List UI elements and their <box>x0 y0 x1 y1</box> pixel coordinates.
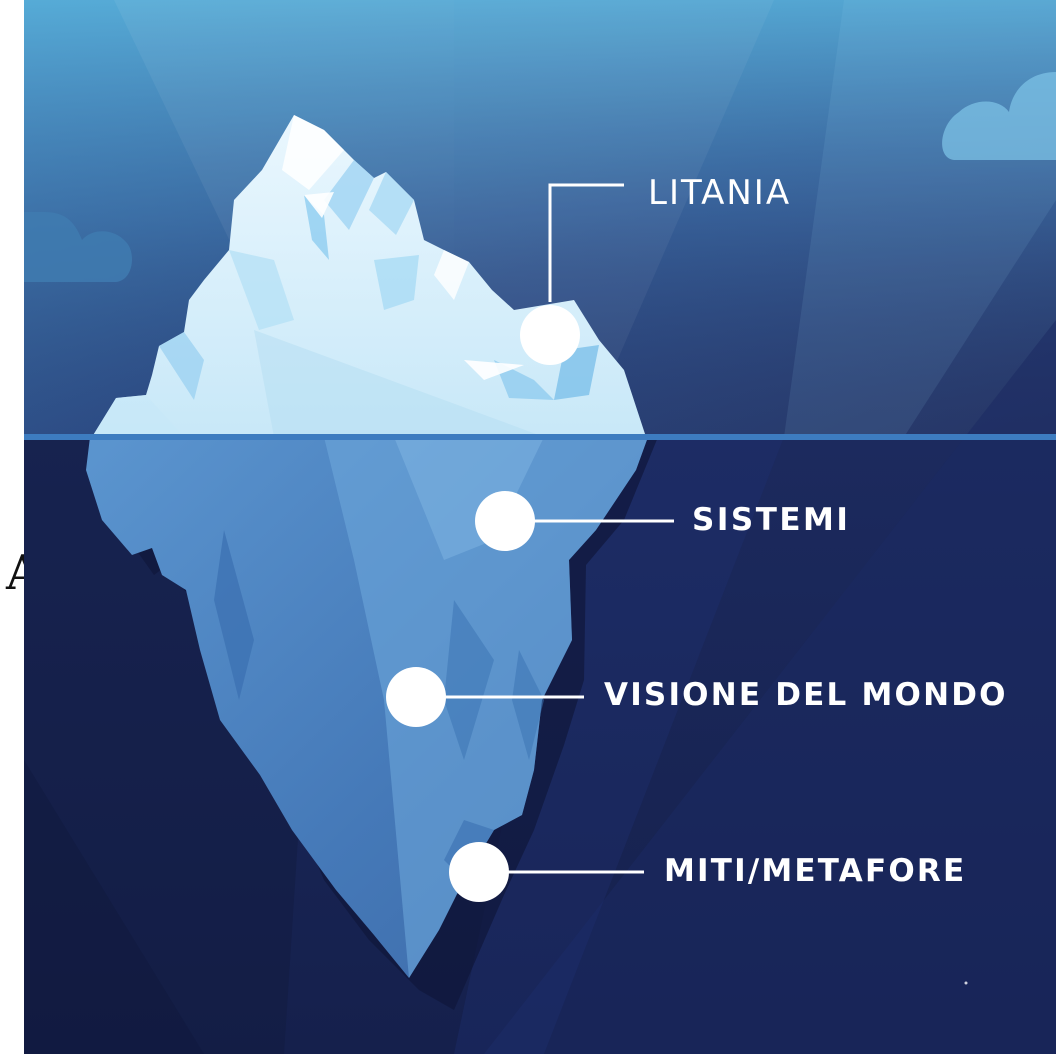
cloud-right <box>942 72 1056 160</box>
label-visione-del-mondo: VISIONE DEL MONDO <box>604 677 1008 713</box>
marker-visione <box>386 667 446 727</box>
iceberg-diagram: LITANIA SISTEMI VISIONE DEL MONDO MITI/M… <box>24 0 1056 1054</box>
cloud-left <box>24 212 132 282</box>
iceberg-tip <box>92 115 646 437</box>
connector-litania <box>548 183 624 302</box>
label-sistemi: SISTEMI <box>692 502 851 538</box>
small-dot <box>964 981 968 985</box>
marker-miti <box>449 842 509 902</box>
water-line <box>24 434 1056 440</box>
label-litania: LITANIA <box>648 173 792 213</box>
iceberg-artwork <box>24 0 1056 1054</box>
marker-sistemi <box>475 491 535 551</box>
marker-litania <box>520 305 580 365</box>
label-miti-metafore: MITI/METAFORE <box>664 853 967 889</box>
